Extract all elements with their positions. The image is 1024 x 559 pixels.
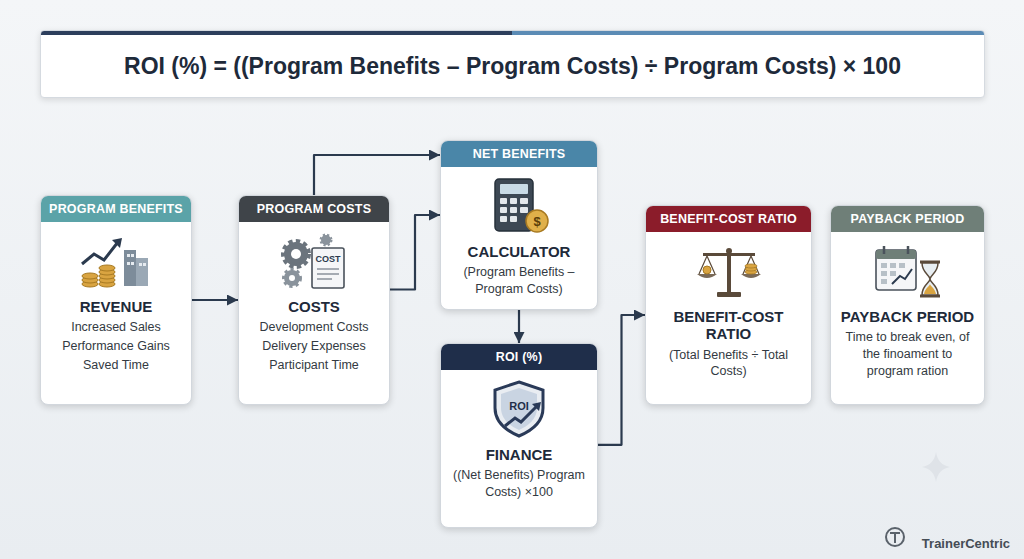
card-body-text: Delivery Expenses — [239, 337, 389, 356]
flow-arrow — [192, 299, 238, 301]
net-benefits-card: NET BENEFITS $ CALCULATOR(Program Benefi… — [440, 140, 598, 310]
card-body-text: (Total Benefits ÷ Total Costs) — [646, 346, 811, 382]
card-header: BENEFIT-COST RATIO — [646, 206, 811, 232]
balance-scale-icon — [691, 242, 767, 300]
card-header: PAYBACK PERIOD — [831, 206, 984, 232]
icon-text: ROI — [509, 400, 529, 412]
flow-arrow — [598, 315, 645, 445]
card-body-text: Participant Time — [239, 356, 389, 375]
logo-mark — [886, 528, 904, 546]
title-text: ROI (%) = ((Program Benefits – Program C… — [40, 30, 985, 98]
card-body-text: Performance Gains — [41, 337, 191, 356]
card-header: ROI (%) — [441, 344, 597, 370]
calendar-hourglass-icon — [870, 242, 946, 300]
card-title: BENEFIT-COST RATIO — [646, 306, 811, 346]
revenue-icon — [78, 232, 154, 290]
benefit-cost-card: BENEFIT-COST RATIO BENEFIT-COST RATIO(To… — [645, 205, 812, 405]
costs-icon: COST — [276, 232, 352, 290]
card-header: PROGRAM COSTS — [239, 196, 389, 222]
sparkle — [922, 452, 950, 482]
card-title: CALCULATOR — [441, 241, 597, 263]
icon-text: $ — [533, 214, 541, 229]
card-body-text: Increased Sales — [41, 318, 191, 337]
costs-card: PROGRAM COSTS COST COSTSDevelopment Cost… — [238, 195, 390, 405]
card-body-text: ((Net Benefits) Program Costs) ×100 — [441, 466, 597, 502]
roi-card: ROI (%) ROI FINANCE((Net Benefits) Progr… — [440, 343, 598, 528]
flow-arrow — [518, 310, 520, 343]
card-header: PROGRAM BENEFITS — [41, 196, 191, 222]
roi-shield-icon: ROI — [481, 380, 557, 438]
flow-arrow — [314, 155, 440, 195]
icon-text: COST — [315, 254, 341, 264]
card-body-text: Saved Time — [41, 356, 191, 375]
flow-arrow — [390, 215, 440, 290]
payback-card: PAYBACK PERIOD PAYBACK PERIODTime to bre… — [830, 205, 985, 405]
card-header: NET BENEFITS — [441, 141, 597, 167]
benefits-card: PROGRAM BENEFITS REVENUEIncreased SalesP… — [40, 195, 192, 405]
card-title: COSTS — [239, 296, 389, 318]
card-title: REVENUE — [41, 296, 191, 318]
card-title: FINANCE — [441, 444, 597, 466]
card-body-text: Time to break even, of the finoament to … — [831, 328, 984, 381]
calculator-icon: $ — [481, 177, 557, 235]
card-body-text: Development Costs — [239, 318, 389, 337]
card-body-text: (Program Benefits – Program Costs) — [441, 263, 597, 299]
logo-text: TrainerCentric — [922, 536, 1010, 551]
card-title: PAYBACK PERIOD — [831, 306, 984, 328]
